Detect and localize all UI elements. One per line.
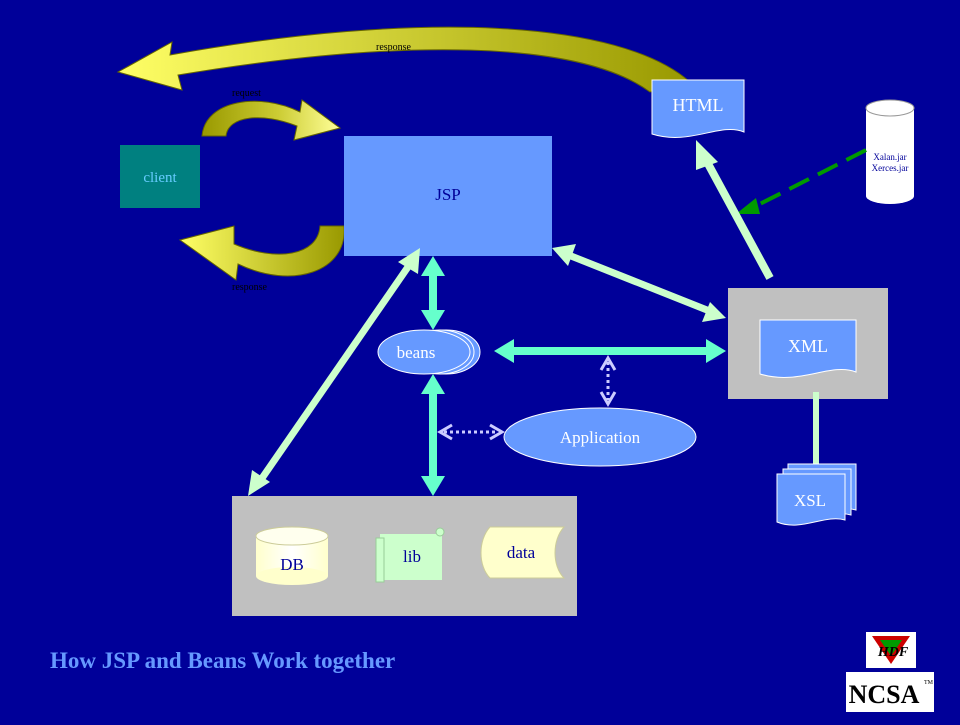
beans-stack: beans <box>377 329 481 375</box>
jsp-box: JSP <box>344 136 552 256</box>
application-node: Application <box>503 407 697 467</box>
xml-to-html-arrow <box>696 140 774 280</box>
top-response-arrow <box>116 26 692 93</box>
client-label: client <box>143 170 177 186</box>
xml-container: XML <box>728 288 888 399</box>
beans-xml-double-arrow <box>494 339 726 363</box>
xsl-label: XSL <box>794 491 826 510</box>
top-response-label: response <box>376 42 412 53</box>
beans-label: beans <box>397 343 436 362</box>
xerces-label: Xerces.jar <box>872 163 909 173</box>
client-box: client <box>120 145 200 208</box>
jsp-label: JSP <box>435 185 461 204</box>
xml-label: XML <box>788 336 828 356</box>
beans-library-double-arrow <box>421 374 445 496</box>
application-dotted-arrow-horizontal <box>437 423 505 441</box>
ncsa-logo-text: NCSA <box>849 680 920 709</box>
ncsa-logo: NCSA TM <box>846 672 934 712</box>
xsl-stack: XSL <box>776 463 857 526</box>
jsp-beans-double-arrow <box>421 256 445 330</box>
db-cylinder: DB <box>255 526 329 585</box>
jsp-xml-double-arrow <box>552 244 726 322</box>
data-shape: data <box>480 526 566 579</box>
application-dotted-arrow-vertical <box>599 355 617 407</box>
xalan-label: Xalan.jar <box>873 152 906 162</box>
xalan-xerces-cylinder: Xalan.jar Xerces.jar <box>865 99 915 204</box>
request-label: request <box>232 88 261 99</box>
bottom-response-label: response <box>232 282 268 293</box>
hdf-logo: HDF <box>866 632 916 668</box>
hdf-logo-text: HDF <box>877 645 909 660</box>
db-label: DB <box>280 555 304 574</box>
request-arrow <box>201 99 342 141</box>
lib-label: lib <box>403 547 421 566</box>
html-document: HTML <box>651 79 745 138</box>
bottom-response-arrow <box>178 225 345 281</box>
slide-title: How JSP and Beans Work together <box>50 648 395 673</box>
ncsa-tm-text: TM <box>924 680 934 686</box>
xalan-dashed-arrow <box>736 148 867 214</box>
data-label: data <box>507 543 536 562</box>
jsp-library-double-arrow <box>248 248 420 496</box>
html-label: HTML <box>673 95 724 115</box>
lib-scroll: lib <box>375 527 445 583</box>
application-label: Application <box>560 428 641 447</box>
